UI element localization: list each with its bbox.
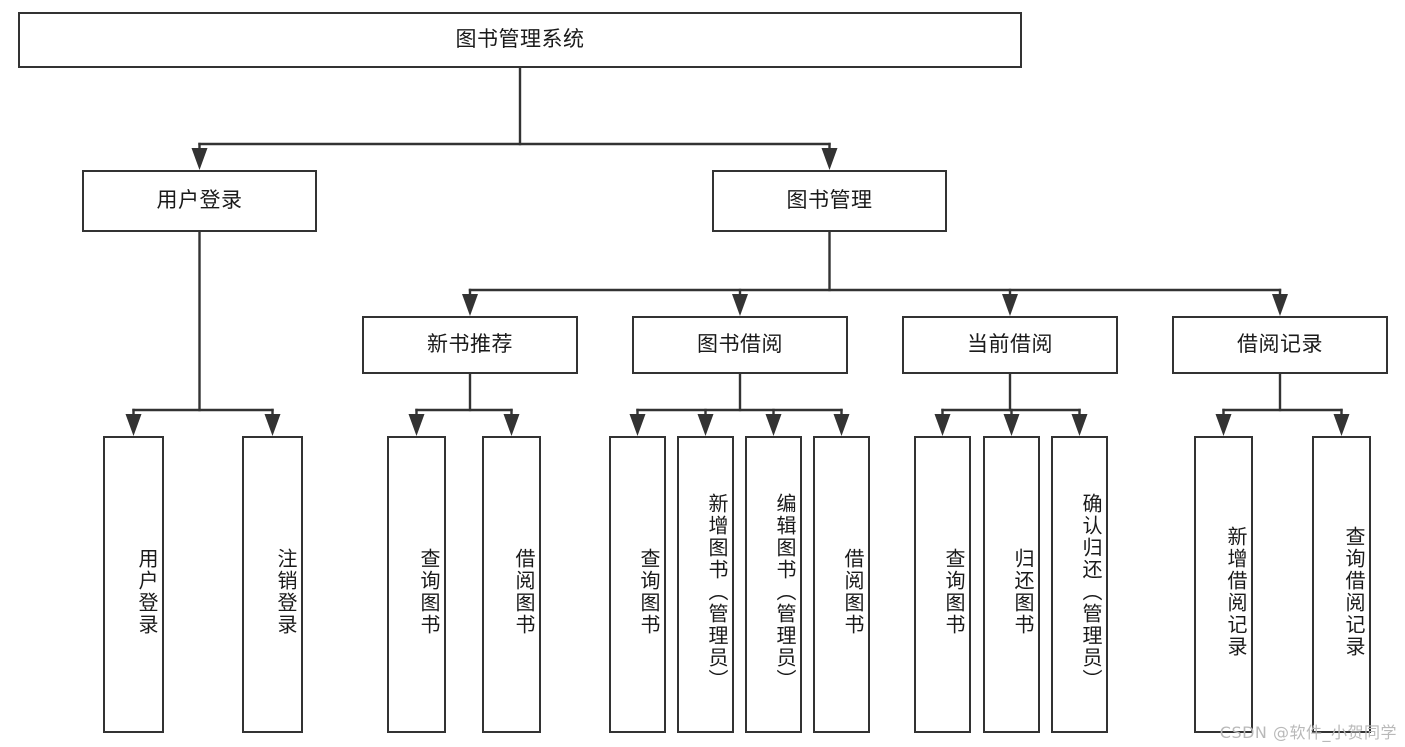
node-leaf-query-book-borrow[interactable]: 查询图书 xyxy=(609,436,666,733)
node-leaf-edit-book-label: 编辑图书（管理员） xyxy=(773,492,797,691)
node-current-borrow-label: 当前借阅 xyxy=(967,332,1053,357)
node-leaf-edit-book[interactable]: 编辑图书（管理员） xyxy=(745,436,802,733)
csdn-watermark: CSDN @软件_小贺同学 xyxy=(1219,723,1397,742)
node-leaf-add-book[interactable]: 新增图书（管理员） xyxy=(677,436,734,733)
node-leaf-confirm-return[interactable]: 确认归还（管理员） xyxy=(1051,436,1108,733)
node-book-borrow[interactable]: 图书借阅 xyxy=(632,316,848,374)
node-leaf-borrow-book-recommend[interactable]: 借阅图书 xyxy=(482,436,541,733)
node-leaf-query-borrow-record-label: 查询借阅记录 xyxy=(1342,525,1366,658)
node-book-manage-label: 图书管理 xyxy=(786,188,873,213)
node-leaf-add-borrow-record-label: 新增借阅记录 xyxy=(1224,525,1248,658)
node-new-book-recommend[interactable]: 新书推荐 xyxy=(362,316,578,374)
node-root[interactable]: 图书管理系统 xyxy=(18,12,1022,68)
node-leaf-confirm-return-label: 确认归还（管理员） xyxy=(1079,492,1103,691)
node-user-login[interactable]: 用户登录 xyxy=(82,170,317,232)
node-leaf-query-book-recommend-label: 查询图书 xyxy=(417,547,441,636)
node-current-borrow[interactable]: 当前借阅 xyxy=(902,316,1118,374)
node-book-manage[interactable]: 图书管理 xyxy=(712,170,947,232)
node-leaf-user-login[interactable]: 用户登录 xyxy=(103,436,164,733)
node-leaf-return-book[interactable]: 归还图书 xyxy=(983,436,1040,733)
node-leaf-query-book-recommend[interactable]: 查询图书 xyxy=(387,436,446,733)
node-leaf-user-login-label: 用户登录 xyxy=(135,547,159,636)
node-new-book-recommend-label: 新书推荐 xyxy=(427,332,513,357)
node-leaf-logout[interactable]: 注销登录 xyxy=(242,436,303,733)
node-leaf-query-book-current[interactable]: 查询图书 xyxy=(914,436,971,733)
node-leaf-logout-label: 注销登录 xyxy=(274,547,298,636)
node-borrow-record[interactable]: 借阅记录 xyxy=(1172,316,1388,374)
node-leaf-query-book-borrow-label: 查询图书 xyxy=(637,547,661,636)
node-leaf-add-book-label: 新增图书（管理员） xyxy=(705,492,729,691)
node-borrow-record-label: 借阅记录 xyxy=(1237,332,1323,357)
node-leaf-query-book-current-label: 查询图书 xyxy=(942,547,966,636)
node-book-borrow-label: 图书借阅 xyxy=(697,332,783,357)
node-root-label: 图书管理系统 xyxy=(455,27,585,52)
node-leaf-add-borrow-record[interactable]: 新增借阅记录 xyxy=(1194,436,1253,733)
node-leaf-query-borrow-record[interactable]: 查询借阅记录 xyxy=(1312,436,1371,733)
node-leaf-borrow-book-recommend-label: 借阅图书 xyxy=(512,547,536,636)
node-leaf-borrow-book[interactable]: 借阅图书 xyxy=(813,436,870,733)
node-user-login-label: 用户登录 xyxy=(156,188,243,213)
node-leaf-return-book-label: 归还图书 xyxy=(1011,547,1035,636)
node-leaf-borrow-book-label: 借阅图书 xyxy=(841,547,865,636)
